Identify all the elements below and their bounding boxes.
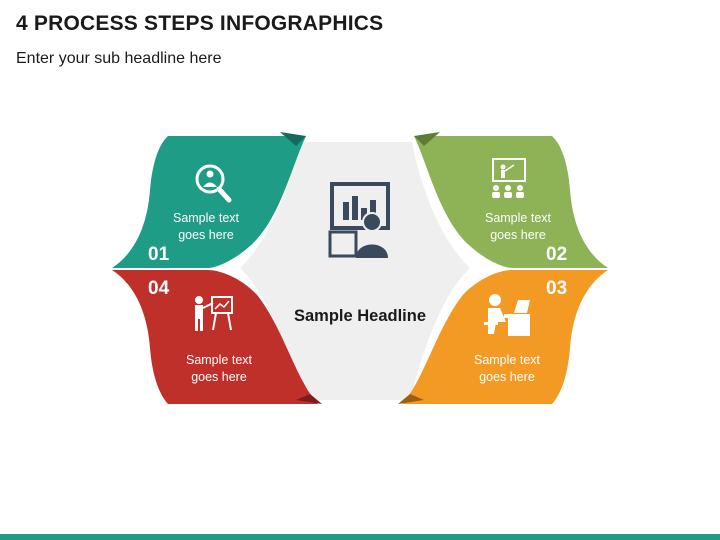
step-03-number: 03 <box>546 278 567 299</box>
step-01-text-line2: goes here <box>178 228 234 242</box>
step-03-fold <box>398 394 424 404</box>
page-subtitle: Enter your sub headline here <box>16 50 222 67</box>
step-02-shape <box>414 136 608 268</box>
step-02-text-line2: goes here <box>490 228 546 242</box>
step-01-fold <box>280 132 306 146</box>
person-at-desk-icon <box>484 294 530 336</box>
step-02-text-line1: Sample text <box>485 211 552 225</box>
step-02-number: 02 <box>546 244 567 265</box>
step-01-shape <box>112 136 306 268</box>
step-04-text-line1: Sample text <box>186 353 253 367</box>
page-title: 4 PROCESS STEPS INFOGRAPHICS <box>16 12 384 35</box>
step-03-shape <box>402 270 608 404</box>
step-01-text-line1: Sample text <box>173 211 240 225</box>
step-03-text-line2: goes here <box>479 370 535 384</box>
step-04-text-line2: goes here <box>191 370 247 384</box>
presenter-board-icon <box>195 296 233 331</box>
step-04-shape <box>112 270 318 404</box>
step-04-number: 04 <box>148 278 170 299</box>
center-headline: Sample Headline <box>294 307 426 325</box>
step-04-fold <box>296 394 322 404</box>
footer-bar <box>0 534 720 540</box>
center-panel <box>240 142 470 400</box>
step-01-number: 01 <box>148 244 170 265</box>
search-person-icon <box>195 164 232 203</box>
step-02-fold <box>414 132 440 146</box>
presenter-chart-icon <box>328 182 390 258</box>
step-03-text-line1: Sample text <box>474 353 541 367</box>
presentation-audience-icon <box>492 158 526 198</box>
